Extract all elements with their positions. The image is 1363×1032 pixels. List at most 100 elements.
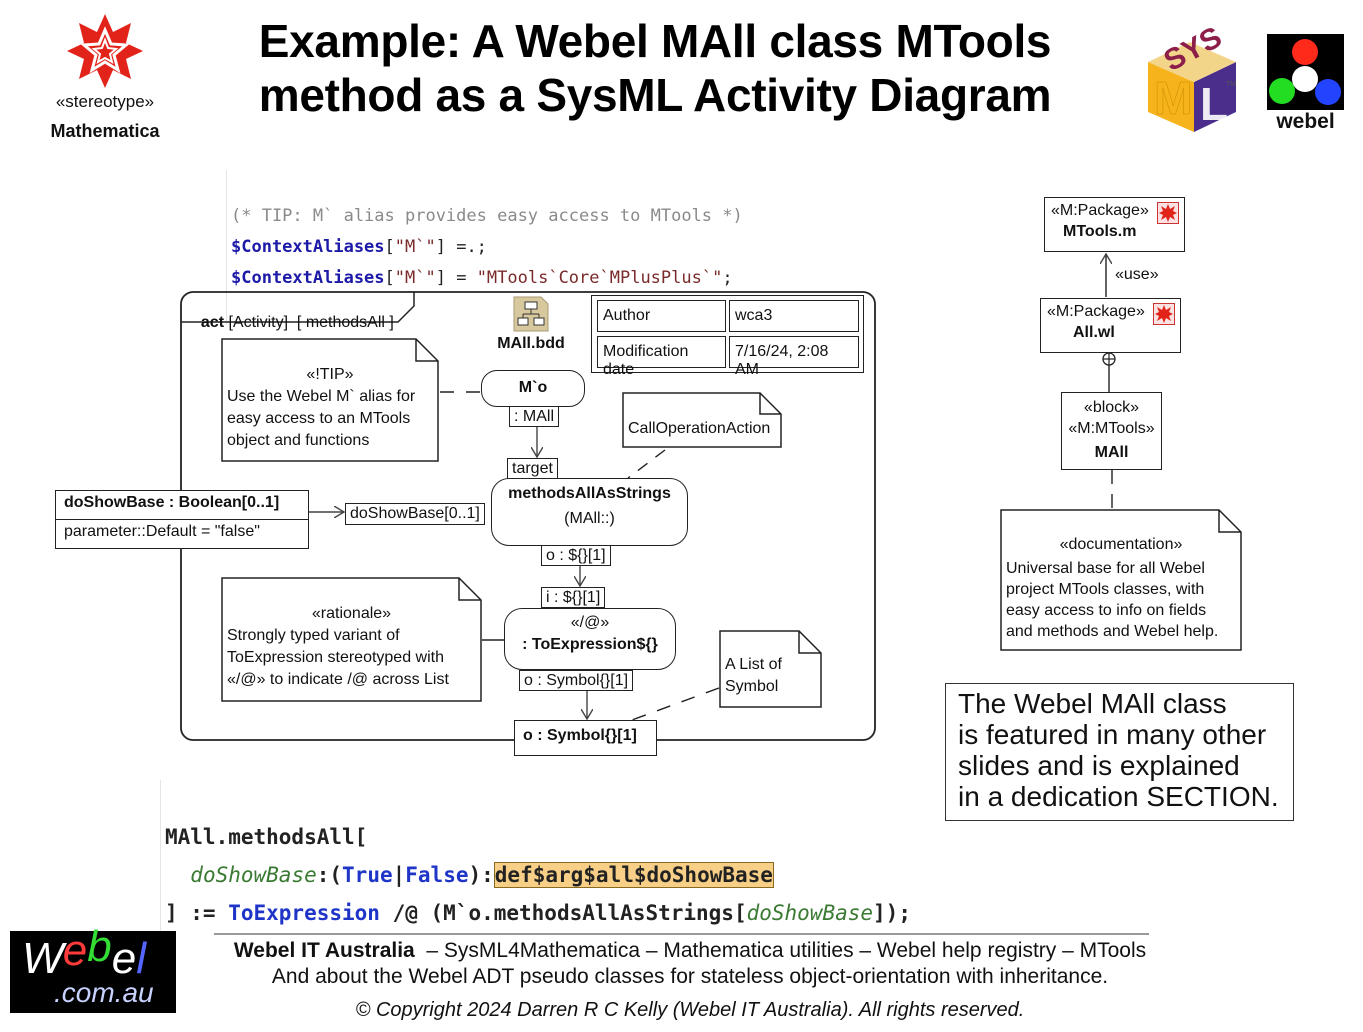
rationale-line: Strongly typed variant of bbox=[227, 627, 400, 644]
doc-line: Universal base for all Webel bbox=[1006, 560, 1205, 577]
info-table: Author wca3 Modification date 7/16/24, 2… bbox=[591, 295, 864, 378]
webel-logo: webel bbox=[1267, 34, 1344, 134]
doc-line: and methods and Webel help. bbox=[1006, 623, 1219, 640]
mo-object-node[interactable]: M`o bbox=[481, 370, 585, 407]
sysml-logo: M L SYS TM bbox=[1144, 21, 1240, 134]
mathematica-label: Mathematica bbox=[50, 121, 160, 141]
list-note-line: Symbol bbox=[725, 678, 779, 695]
call-op-text: CallOperationAction bbox=[628, 420, 771, 437]
rationale-line: ToExpression stereotyped with bbox=[227, 649, 444, 666]
tip-note: «!TIP» Use the Webel M` alias for easy a… bbox=[221, 338, 439, 462]
return-parameter[interactable]: o : Symbol{}[1] bbox=[514, 720, 657, 756]
call-operation-note: CallOperationAction bbox=[622, 392, 782, 448]
methods-all-as-strings-action[interactable]: methodsAllAsStrings (MAll::) bbox=[491, 478, 688, 546]
block-stereotype: «M:MTools» bbox=[1068, 420, 1155, 437]
footer-divider bbox=[214, 933, 1149, 935]
package-stereotype: «M:Package» bbox=[1051, 202, 1149, 219]
bdd-link-label: MAll.bdd bbox=[497, 335, 565, 352]
code-line-set-alias: $ContextAliases["M`"] = "MTools`Core`MPl… bbox=[231, 268, 733, 288]
block-mall[interactable]: «block» «M:MTools» MAll bbox=[1061, 392, 1162, 470]
frame-name: [ methodsAll ] bbox=[296, 314, 394, 331]
doc-stereotype: «documentation» bbox=[1059, 536, 1183, 553]
tip-line: object and functions bbox=[227, 432, 370, 449]
mathematica-logo bbox=[66, 12, 144, 90]
callout-line: is featured in many other bbox=[958, 719, 1267, 750]
out-pin-1[interactable]: o : ${}[1] bbox=[541, 545, 611, 566]
action-stereotype: «/@» bbox=[570, 614, 610, 631]
callout-line: in a dedication SECTION. bbox=[958, 781, 1279, 812]
list-note-line: A List of bbox=[725, 656, 782, 673]
info-key-moddate: Modification date bbox=[597, 336, 726, 378]
logo-webel-text: Webel bbox=[22, 922, 146, 983]
do-show-base-pin[interactable]: doShowBase[0..1] bbox=[345, 503, 485, 525]
to-expression-action[interactable]: «/@» : ToExpression${} bbox=[504, 608, 676, 670]
mall-section-callout: The Webel MAll class is featured in many… bbox=[945, 683, 1294, 821]
footer-org: Webel IT Australia bbox=[233, 939, 415, 962]
webel-circles-icon bbox=[1269, 39, 1341, 105]
mathematica-stereotype-label: «stereotype» bbox=[55, 92, 155, 111]
svg-text:L: L bbox=[1200, 78, 1228, 130]
default-value-highlight: def$arg$all$doShowBase bbox=[493, 862, 774, 888]
callout-line: slides and is explained bbox=[958, 750, 1240, 781]
use-stereotype-label: «use» bbox=[1115, 266, 1159, 283]
package-name: All.wl bbox=[1073, 324, 1115, 341]
webel-logo-label: webel bbox=[1276, 110, 1335, 133]
do-show-base-parameter[interactable]: doShowBase : Boolean[0..1] parameter::De… bbox=[55, 490, 309, 549]
code-block-aliases: (* TIP: M` alias provides easy access to… bbox=[226, 170, 743, 325]
bdd-diagram-link[interactable]: MAll.bdd bbox=[488, 296, 574, 353]
svg-text:M: M bbox=[1154, 72, 1192, 124]
target-pin[interactable]: target bbox=[507, 458, 558, 479]
webel-com-au-logo[interactable]: Webel .com.au bbox=[10, 922, 176, 1013]
documentation-note: «documentation» Universal base for all W… bbox=[1000, 509, 1242, 651]
activity-frame-label: act [Activity] [ methodsAll ] bbox=[192, 296, 394, 332]
tip-line: Use the Webel M` alias for bbox=[227, 388, 416, 405]
action-name: methodsAllAsStrings bbox=[508, 485, 671, 502]
footer-line-2: And about the Webel ADT pseudo classes f… bbox=[271, 965, 1109, 988]
in-pin-2[interactable]: i : ${}[1] bbox=[541, 587, 606, 608]
code-line-1: MAll.methodsAll[ bbox=[165, 825, 368, 849]
activity-frame-tab bbox=[181, 292, 415, 323]
mathematica-spikey-icon bbox=[67, 14, 143, 88]
doc-line: easy access to info on fields bbox=[1006, 602, 1207, 619]
footer-text: Webel IT Australia – SysML4Mathematica –… bbox=[190, 938, 1190, 990]
info-key-author: Author bbox=[597, 300, 726, 332]
doc-line: project MTools classes, with bbox=[1006, 581, 1205, 598]
param-default: parameter::Default = "false" bbox=[64, 523, 260, 540]
mo-type-pin[interactable]: : MAll bbox=[509, 406, 559, 427]
footer-line-1: Webel IT Australia – SysML4Mathematica –… bbox=[233, 939, 1147, 962]
page-title: Example: A Webel MAll class MTools metho… bbox=[190, 14, 1120, 122]
out-pin-2[interactable]: o : Symbol{}[1] bbox=[519, 670, 634, 691]
code-line-2: doShowBase:(True|False):def$arg$all$doSh… bbox=[190, 862, 774, 888]
param-name: doShowBase : Boolean[0..1] bbox=[56, 491, 308, 520]
mathematica-package-icon bbox=[1153, 303, 1175, 325]
package-stereotype: «M:Package» bbox=[1047, 303, 1145, 320]
frame-kind: [Activity] bbox=[228, 314, 289, 331]
logo-domain-text: .com.au bbox=[54, 977, 154, 1008]
frame-keyword: act bbox=[200, 314, 225, 331]
code-line-clear-alias: $ContextAliases["M`"] =.; bbox=[231, 237, 487, 257]
block-name: MAll bbox=[1094, 444, 1129, 461]
tip-stereotype: «!TIP» bbox=[306, 366, 354, 383]
action-name: : ToExpression${} bbox=[522, 636, 658, 653]
list-of-symbol-note: A List of Symbol bbox=[719, 630, 822, 708]
bdd-diagram-icon bbox=[513, 296, 549, 332]
copyright: © Copyright 2024 Darren R C Kelly (Webel… bbox=[355, 999, 1025, 1021]
package-mtools-m[interactable]: «M:Package» MTools.m bbox=[1044, 197, 1185, 252]
code-line-3: ] := ToExpression /@ (M`o.methodsAllAsSt… bbox=[165, 901, 911, 925]
block-stereotype: «block» bbox=[1083, 399, 1140, 416]
rationale-line: «/@» to indicate /@ across List bbox=[227, 671, 449, 688]
mathematica-package-icon bbox=[1157, 202, 1179, 224]
list-anchor bbox=[631, 687, 720, 721]
code-comment: (* TIP: M` alias provides easy access to… bbox=[231, 206, 743, 226]
package-all-wl[interactable]: «M:Package» All.wl bbox=[1040, 298, 1181, 353]
sysml-cube-icon: M L SYS TM bbox=[1148, 21, 1236, 132]
svg-text:TM: TM bbox=[1226, 81, 1236, 88]
info-value-author: wca3 bbox=[729, 300, 859, 332]
info-value-moddate: 7/16/24, 2:08 AM bbox=[729, 336, 859, 378]
tip-line: easy access to an MTools bbox=[227, 410, 411, 427]
callout-line: The Webel MAll class bbox=[958, 688, 1227, 719]
code-block-method-definition: MAll.methodsAll[ doShowBase:(True|False)… bbox=[160, 780, 911, 970]
rationale-note: «rationale» Strongly typed variant of To… bbox=[221, 577, 482, 702]
rationale-stereotype: «rationale» bbox=[311, 605, 392, 622]
action-owner: (MAll::) bbox=[564, 510, 615, 527]
